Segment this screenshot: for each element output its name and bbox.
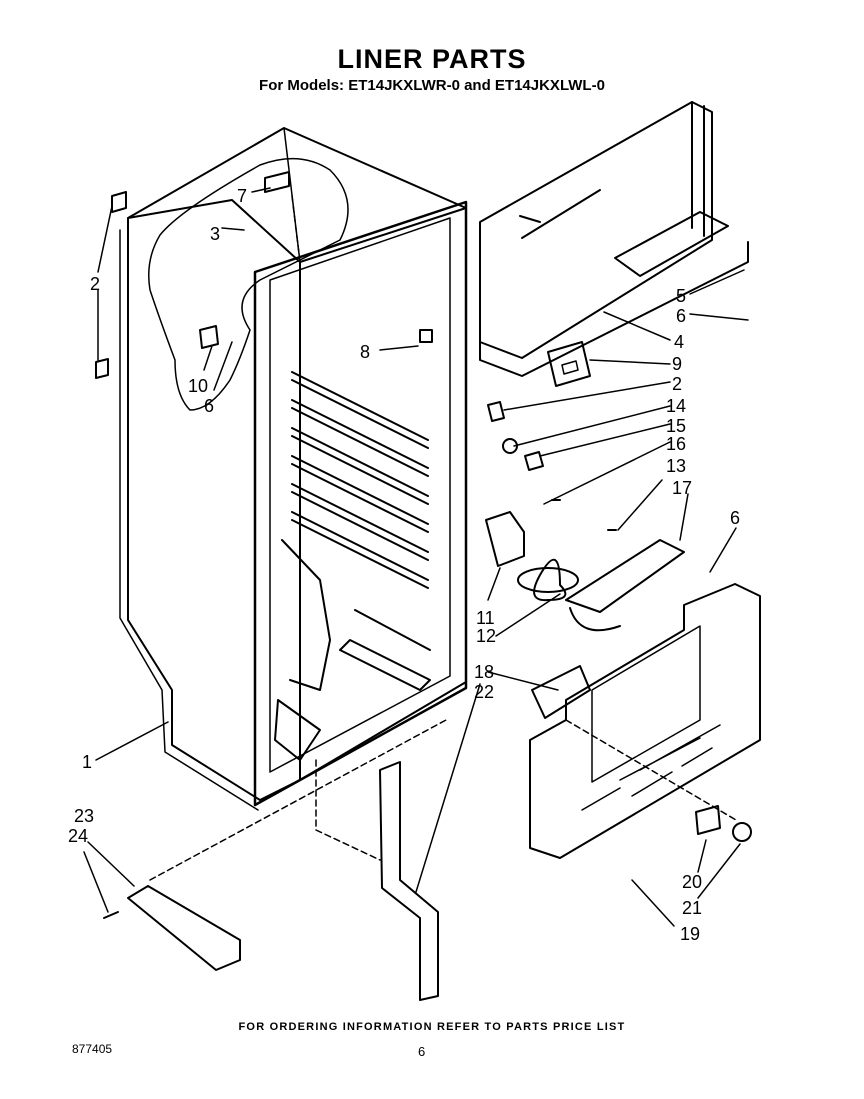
models-subtitle: For Models: ET14JKXLWR-0 and ET14JKXLWL-… xyxy=(259,77,605,94)
callout-11: 11 xyxy=(476,608,495,628)
rail-part-23 xyxy=(127,885,241,971)
callout-5: 5 xyxy=(676,286,686,306)
clip-part-2a xyxy=(111,191,127,213)
clip-part-2b xyxy=(95,358,109,379)
callout-9: 9 xyxy=(672,354,682,374)
callout-3: 3 xyxy=(210,224,220,244)
callout-24: 24 xyxy=(68,826,88,846)
leader-lines xyxy=(83,187,749,927)
callout-13: 13 xyxy=(666,456,686,476)
liner-body xyxy=(119,127,468,811)
callout-12: 12 xyxy=(476,626,496,646)
callout-18: 18 xyxy=(474,662,494,682)
callout-2-left: 2 xyxy=(90,274,100,294)
control-housing xyxy=(479,101,749,377)
trim-part-22 xyxy=(379,761,439,1001)
screw-part-24 xyxy=(103,911,119,919)
page-title: LINER PARTS xyxy=(337,44,527,74)
callout-7: 7 xyxy=(237,186,247,206)
callout-10: 10 xyxy=(188,376,208,396)
callout-17: 17 xyxy=(672,478,692,498)
callout-6-right: 6 xyxy=(730,508,740,528)
callout-6-left: 6 xyxy=(204,396,214,416)
callout-20: 20 xyxy=(682,872,702,892)
lower-panel xyxy=(529,583,761,859)
callout-1: 1 xyxy=(82,752,92,772)
grille-part-9 xyxy=(547,341,591,387)
callout-8: 8 xyxy=(360,342,370,362)
fan-assembly xyxy=(485,438,685,632)
callout-2-right: 2 xyxy=(672,374,682,394)
callout-labels: 1 2 3 7 10 6 8 5 6 4 9 2 14 15 16 13 17 … xyxy=(68,186,740,944)
callout-21: 21 xyxy=(682,898,702,918)
callout-16: 16 xyxy=(666,434,686,454)
callout-4: 4 xyxy=(674,332,684,352)
document-number: 877405 xyxy=(72,1042,113,1056)
callout-19: 19 xyxy=(680,924,700,944)
callout-15: 15 xyxy=(666,416,686,436)
page-number: 6 xyxy=(418,1044,426,1059)
callout-22: 22 xyxy=(474,682,494,702)
clip-part-2c xyxy=(487,401,505,422)
callout-6-upper-right: 6 xyxy=(676,306,686,326)
callout-14: 14 xyxy=(666,396,686,416)
ordering-note: FOR ORDERING INFORMATION REFER TO PARTS … xyxy=(238,1021,626,1033)
callout-23: 23 xyxy=(74,806,94,826)
